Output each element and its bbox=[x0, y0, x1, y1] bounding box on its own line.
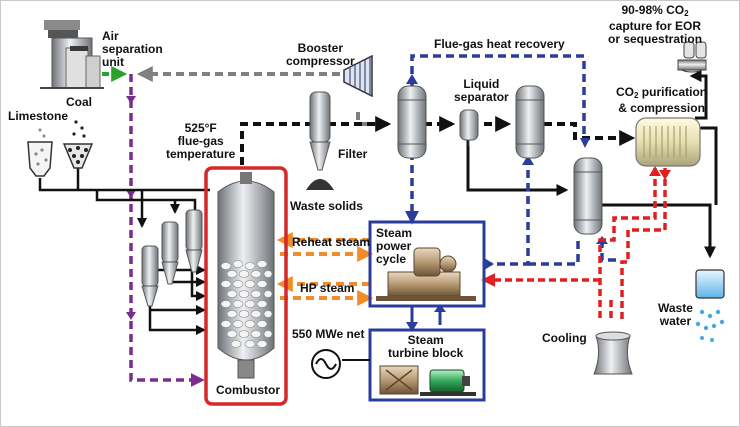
waste-water-label: Waste water bbox=[658, 302, 693, 328]
air-separation-unit bbox=[40, 20, 104, 89]
turbine-label-line2: turbine block bbox=[388, 346, 464, 360]
cyclone-separators bbox=[141, 209, 203, 307]
net-power-label: 550 MWe net bbox=[292, 327, 365, 341]
steam-cycle-label-line2: power bbox=[376, 239, 412, 253]
hp-steam-label: HP steam bbox=[300, 281, 355, 295]
steam-power-cycle bbox=[368, 220, 486, 308]
flue-gas-line bbox=[240, 116, 636, 165]
steam-turbine-label: Steam turbine block bbox=[388, 334, 463, 360]
co2-capture-label-line2: capture for EOR bbox=[609, 19, 702, 33]
air-separation-label-line3: unit bbox=[102, 55, 124, 69]
liquid-separator-label-line1: Liquid bbox=[463, 77, 500, 91]
steam-box-links bbox=[406, 304, 446, 332]
product-lines bbox=[466, 70, 718, 259]
turbine-label-line1: Steam bbox=[407, 333, 444, 347]
booster-compressor-label: Booster compressor bbox=[286, 42, 355, 68]
cooling-tower bbox=[593, 331, 633, 375]
filter-label: Filter bbox=[338, 147, 368, 161]
air-separation-label-line2: separation bbox=[102, 42, 163, 56]
combustor bbox=[204, 166, 288, 406]
combustor-label: Combustor bbox=[216, 383, 280, 397]
waste-water-tank bbox=[695, 269, 725, 342]
heat-exchanger-2 bbox=[515, 85, 545, 159]
liquid-separator-label: Liquid separator bbox=[454, 78, 509, 104]
feed-lines bbox=[38, 168, 210, 335]
steam-turbine-block bbox=[368, 328, 486, 402]
cooling-label: Cooling bbox=[542, 331, 587, 345]
co2-purification-label: CO2 purification & compression bbox=[616, 86, 707, 115]
filter bbox=[306, 91, 334, 190]
air-separation-label: Air separation unit bbox=[102, 30, 163, 69]
flow-arrow bbox=[580, 138, 590, 148]
booster-compressor bbox=[343, 54, 373, 98]
flow-arrow bbox=[484, 258, 494, 270]
liquid-separator-label-line2: separator bbox=[454, 90, 509, 104]
limestone-hopper bbox=[27, 128, 53, 177]
steam-cycle-label-line3: cycle bbox=[376, 252, 407, 266]
booster-label-line1: Booster bbox=[297, 41, 344, 55]
flow-arrow bbox=[522, 155, 534, 165]
co2-purification-label-line1: CO2 purification bbox=[616, 85, 708, 101]
steam-cycle-label-line1: Steam bbox=[376, 226, 413, 240]
feedwater-lines bbox=[405, 54, 620, 266]
flow-arrow bbox=[649, 166, 661, 176]
flow-arrow bbox=[406, 74, 418, 84]
co2-purification-label-line2: & compression bbox=[618, 101, 705, 115]
waste-water-label-line2: water bbox=[659, 314, 692, 328]
temperature-label-line3: temperature bbox=[166, 147, 236, 161]
flue-gas-heat-recovery-label: Flue-gas heat recovery bbox=[434, 37, 565, 51]
liquid-separator bbox=[459, 109, 479, 146]
steam-power-cycle-label: Steam power cycle bbox=[376, 227, 412, 266]
co2-storage-tank bbox=[677, 41, 707, 73]
heat-exchanger-1 bbox=[397, 85, 427, 159]
co2-capture-label-line1: 90-98% CO2 bbox=[621, 3, 689, 19]
booster-label-line2: compressor bbox=[286, 54, 355, 68]
waste-water-label-line1: Waste bbox=[658, 301, 693, 315]
generator-symbol bbox=[311, 349, 370, 379]
coal-label: Coal bbox=[66, 95, 93, 109]
co2-capture-label-line3: or sequestration bbox=[608, 32, 703, 46]
temperature-label-line1: 525°F bbox=[184, 121, 217, 135]
air-separation-label-line1: Air bbox=[102, 29, 119, 43]
temperature-label-line2: flue-gas bbox=[177, 134, 224, 148]
waste-solids-label: Waste solids bbox=[290, 199, 363, 213]
flow-arrow bbox=[659, 170, 671, 180]
reheat-steam-label: Reheat steam bbox=[292, 235, 371, 249]
limestone-label: Limestone bbox=[8, 109, 69, 123]
oxygen-supply-line bbox=[126, 74, 205, 387]
steam-lines bbox=[276, 232, 374, 306]
co2-purification-unit bbox=[635, 117, 701, 167]
cooling-lines bbox=[481, 168, 667, 320]
flue-gas-temperature-label: 525°F flue-gas temperature bbox=[166, 122, 235, 161]
heat-exchanger-3 bbox=[573, 157, 603, 235]
coal-hopper bbox=[62, 120, 94, 169]
co2-capture-label: 90-98% CO2 capture for EOR or sequestrat… bbox=[608, 4, 702, 46]
